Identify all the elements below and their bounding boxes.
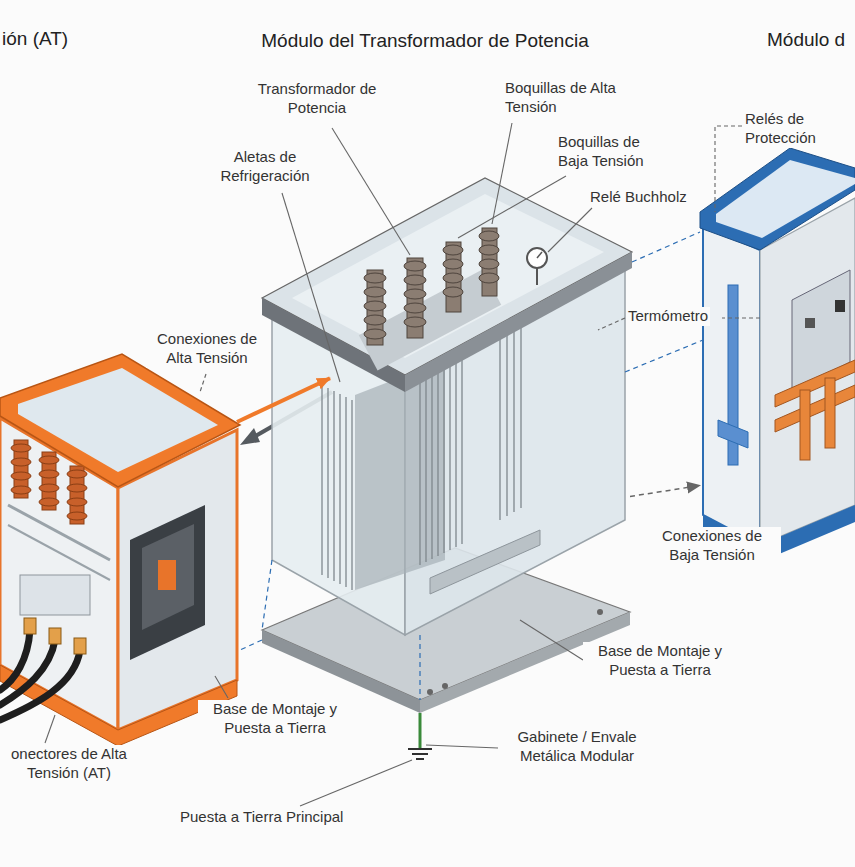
connection-arrow xyxy=(237,378,330,422)
module-heading: Módulo del Transformador de Potencia xyxy=(261,30,588,53)
part-label: Base de Montaje y Puesta a Tierra xyxy=(583,642,737,680)
leader-lines xyxy=(45,123,760,806)
part-label: Relés de Protección xyxy=(743,110,847,148)
module-heading: Módulo d xyxy=(767,29,845,52)
part-label: Boquillas de Alta Tensión xyxy=(503,79,625,117)
connection-arrow xyxy=(630,486,700,497)
part-label: onectores de Alta Tensión (AT) xyxy=(2,745,136,783)
part-label: Termómetro xyxy=(626,307,710,326)
module-heading: ión (AT) xyxy=(2,28,68,51)
module-box: ión (AT) xyxy=(0,355,237,727)
part-label: Aletas de Refrigeración xyxy=(201,148,329,186)
part-label: Transformador de Potencia xyxy=(246,80,388,118)
part-label: Boquillas de Baja Tensión xyxy=(556,133,672,171)
part-label: Relé Buchholz xyxy=(588,188,689,207)
part-label: Puesta a Tierra Principal xyxy=(178,808,345,827)
part-label: Conexiones de Alta Tensión xyxy=(146,330,268,368)
hv-module-drawing xyxy=(0,354,240,746)
lv-module-drawing xyxy=(700,148,855,562)
part-label: Gabinete / Envale Metálica Modular xyxy=(498,728,656,766)
part-label: Conexiones de Baja Tensión xyxy=(643,527,781,565)
module-box: Módulo del Transformador de Potencia xyxy=(330,178,630,633)
part-label: Base de Montaje y Puesta a Tierra xyxy=(198,700,352,738)
module-box: Módulo d xyxy=(700,120,855,545)
transformer-drawing xyxy=(262,178,632,759)
